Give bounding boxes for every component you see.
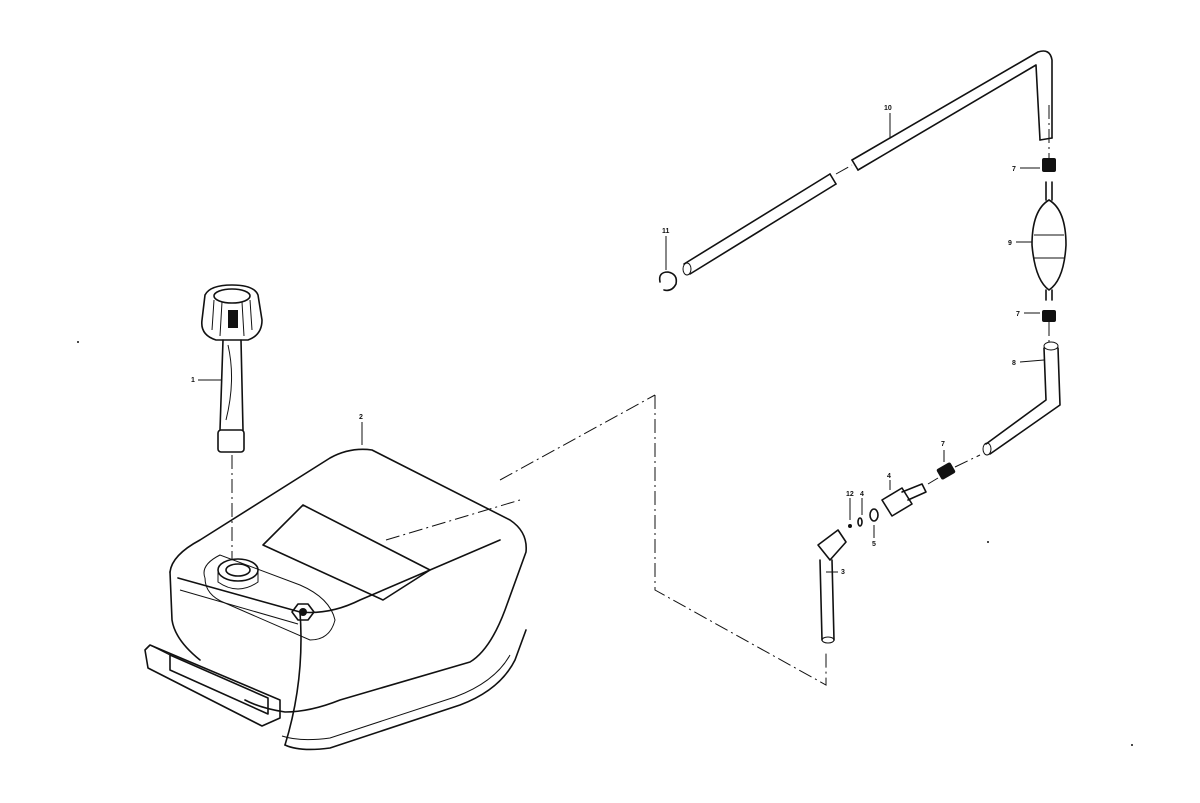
callout-5: 5 (872, 541, 876, 548)
callout-12: 12 (846, 491, 854, 498)
callout-3: 3 (841, 569, 845, 576)
callout-10: 10 (884, 105, 892, 112)
callout-4-connector: 4 (887, 473, 891, 480)
callout-2: 2 (359, 414, 363, 421)
callout-11: 11 (662, 228, 670, 235)
callout-labels: 1 2 3 4 4 5 7 7 7 8 9 10 11 12 (191, 105, 1020, 576)
callout-7-middle: 7 (1016, 311, 1020, 318)
alignment-lines (231, 105, 1050, 686)
callout-7-lower: 7 (941, 441, 945, 448)
callout-1: 1 (191, 377, 195, 384)
fuel-gauge (200, 284, 263, 453)
fuel-line-assembly (658, 50, 1067, 644)
speck (77, 341, 79, 343)
speck (1131, 744, 1133, 746)
fuel-tank (144, 448, 527, 751)
speck (987, 541, 989, 543)
callout-8: 8 (1012, 360, 1016, 367)
callout-7-upper: 7 (1012, 166, 1016, 173)
callout-4-seal: 4 (860, 491, 864, 498)
callout-leaders (198, 113, 1045, 573)
callout-9: 9 (1008, 240, 1012, 247)
